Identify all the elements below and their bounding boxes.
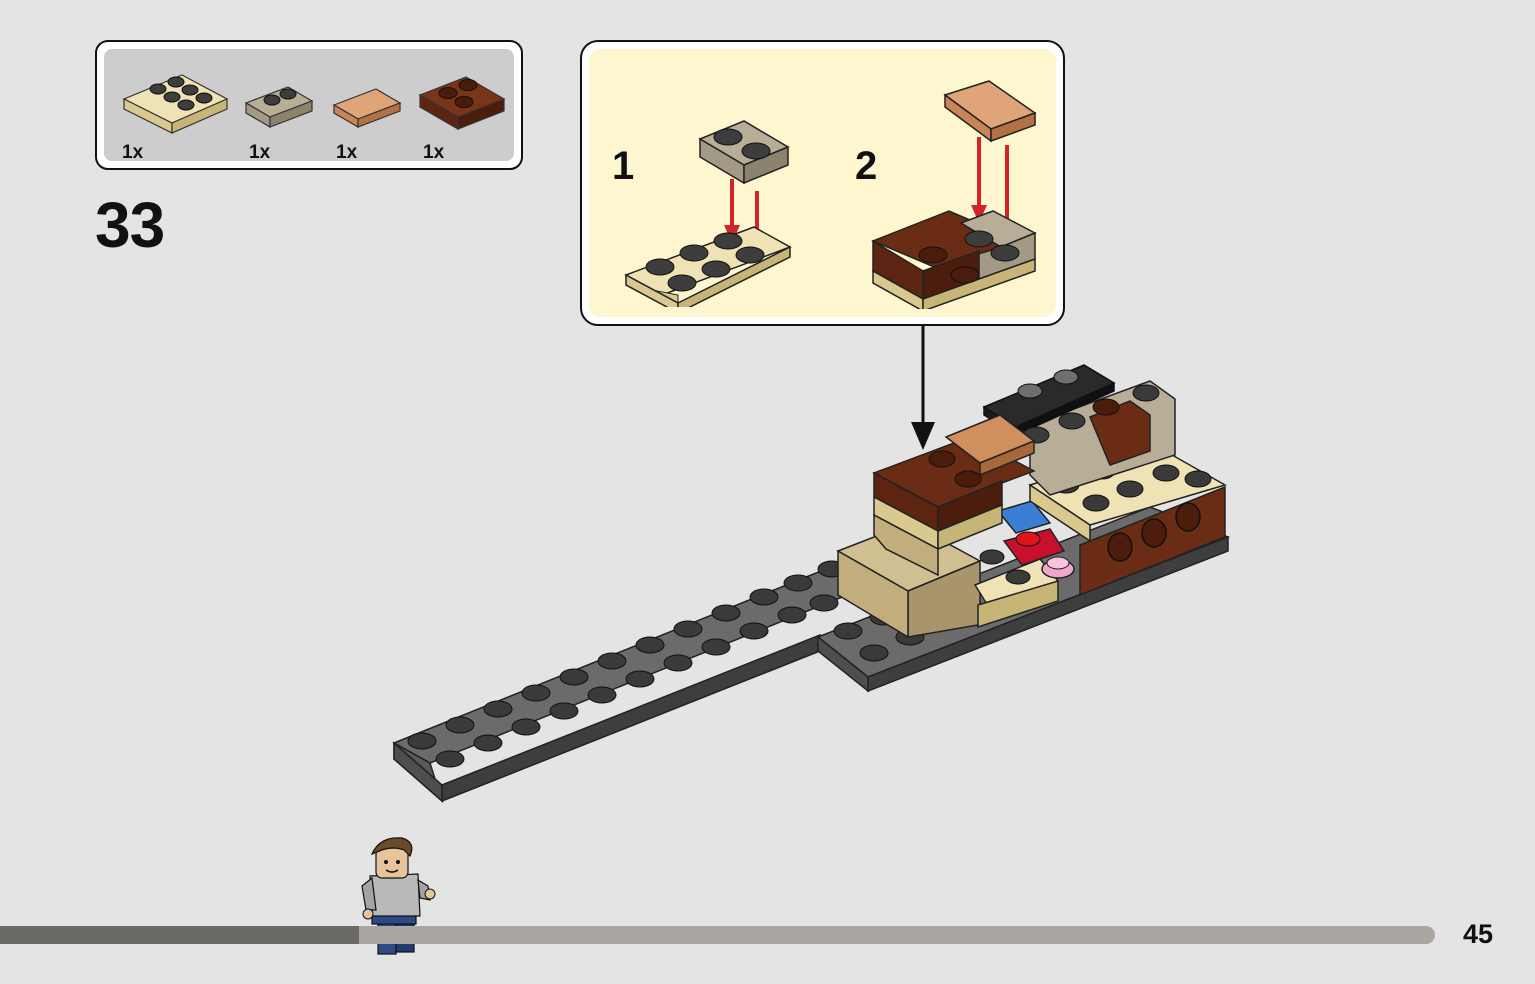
main-model-illustration bbox=[392, 364, 1231, 804]
part-reddish-brown-plate-icon bbox=[418, 76, 506, 131]
sub-assembly-panel: 1 2 bbox=[580, 40, 1065, 326]
part-quantity: 1x bbox=[249, 142, 271, 163]
progress-bar bbox=[0, 926, 1435, 944]
sub-step-number: 1 bbox=[612, 144, 635, 188]
sub-assembly-background: 1 2 bbox=[589, 49, 1056, 317]
part-dark-tan-plate-icon bbox=[244, 86, 314, 129]
part-quantity: 1x bbox=[423, 142, 445, 163]
callout-arrow bbox=[911, 326, 935, 450]
parts-list-panel: 1x 1x 1x 1x bbox=[95, 40, 523, 170]
progress-bar-fill bbox=[0, 926, 359, 944]
parts-list-background: 1x 1x 1x 1x bbox=[104, 49, 514, 163]
page-number: 45 bbox=[1463, 919, 1494, 949]
step-number: 33 bbox=[95, 189, 165, 261]
part-quantity: 1x bbox=[122, 142, 144, 163]
part-nougat-tile-icon bbox=[332, 88, 402, 129]
part-quantity: 1x bbox=[336, 142, 358, 163]
sub-step-1-illustration bbox=[624, 120, 792, 307]
sub-step-number: 2 bbox=[855, 144, 878, 188]
sub-step-2-illustration bbox=[871, 80, 1037, 309]
part-tan-plate-icon bbox=[122, 74, 229, 134]
